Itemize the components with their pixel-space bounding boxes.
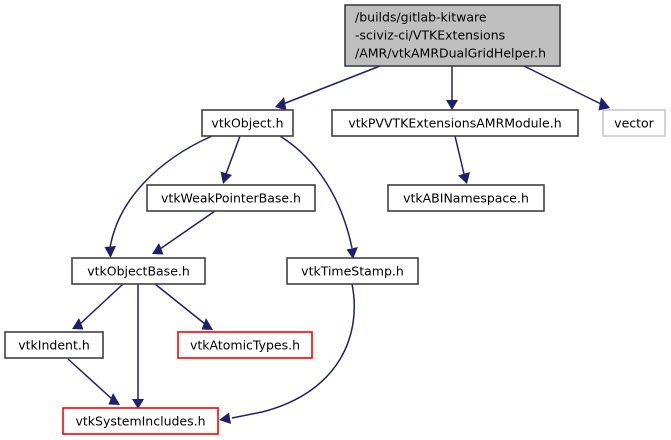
edge-vtkIndent-to-vtkSystemIncludes (67, 358, 120, 405)
node-vtksystemincludes-label: vtkSystemIncludes.h (75, 414, 205, 429)
node-vtksystemincludes[interactable]: vtkSystemIncludes.h (62, 407, 219, 435)
node-root[interactable]: /builds/gitlab-kitware -sciviz-ci/VTKExt… (344, 4, 561, 67)
node-vtkabinamespace-label: vtkABINamespace.h (403, 191, 529, 206)
edge-vtkPVVTKExtensionsAMRModule-to-vtkABINamespace (454, 135, 470, 184)
edge-vtkObject-to-vtkWeakPointerBase (220, 135, 241, 184)
node-vtktimestamp-label: vtkTimeStamp.h (301, 264, 404, 279)
node-vtkabinamespace[interactable]: vtkABINamespace.h (387, 184, 545, 212)
node-root-label-line-2: -sciviz-ci/VTKExtensions (355, 28, 505, 43)
node-vtkindent[interactable]: vtkIndent.h (4, 331, 104, 359)
node-root-label-line-1: /builds/gitlab-kitware (355, 10, 487, 25)
node-vtkweakpointerbase[interactable]: vtkWeakPointerBase.h (146, 184, 316, 212)
node-vtkpvvtkextensionsamrmodule[interactable]: vtkPVVTKExtensionsAMRModule.h (331, 109, 579, 137)
node-vtktimestamp[interactable]: vtkTimeStamp.h (286, 257, 419, 285)
node-vtkatomictypes-label: vtkAtomicTypes.h (190, 338, 300, 353)
node-vtkobjectbase-label: vtkObjectBase.h (87, 264, 190, 279)
node-vtkweakpointerbase-label: vtkWeakPointerBase.h (161, 191, 301, 206)
edge-vtkObject-to-vtkTimeStamp (279, 135, 358, 259)
node-root-label-line-3: /AMR/vtkAMRDualGridHelper.h (355, 46, 546, 61)
node-vtkobjectbase[interactable]: vtkObjectBase.h (71, 257, 206, 285)
node-vector[interactable]: vector (602, 109, 666, 137)
edge-layer (67, 65, 610, 424)
edge-vtkObjectBase-to-vtkIndent (72, 283, 124, 330)
node-vtkobject-label: vtkObject.h (211, 116, 283, 131)
node-vtkindent-label: vtkIndent.h (18, 338, 90, 353)
edge-root-to-vector (523, 65, 610, 111)
node-vtkatomictypes[interactable]: vtkAtomicTypes.h (177, 331, 313, 359)
node-vector-label: vector (614, 116, 655, 131)
edge-vtkObjectBase-to-vtkSystemIncludes (132, 284, 144, 409)
node-layer: /builds/gitlab-kitware -sciviz-ci/VTKExt… (4, 4, 666, 435)
edge-root-to-vtkPVVTKExtensionsAMRModule (446, 66, 458, 110)
edge-vtkObjectBase-to-vtkAtomicTypes (154, 283, 213, 330)
node-vtkpvvtkextensionsamrmodule-label: vtkPVVTKExtensionsAMRModule.h (348, 116, 561, 131)
edge-vtkTimeStamp-to-vtkSystemIncludes (219, 283, 356, 424)
node-vtkobject[interactable]: vtkObject.h (201, 109, 294, 137)
edge-vtkObject-to-vtkObjectBase (104, 135, 213, 258)
edge-root-to-vtkObject (275, 65, 381, 111)
edge-vtkWeakPointerBase-to-vtkObjectBase (152, 210, 216, 255)
